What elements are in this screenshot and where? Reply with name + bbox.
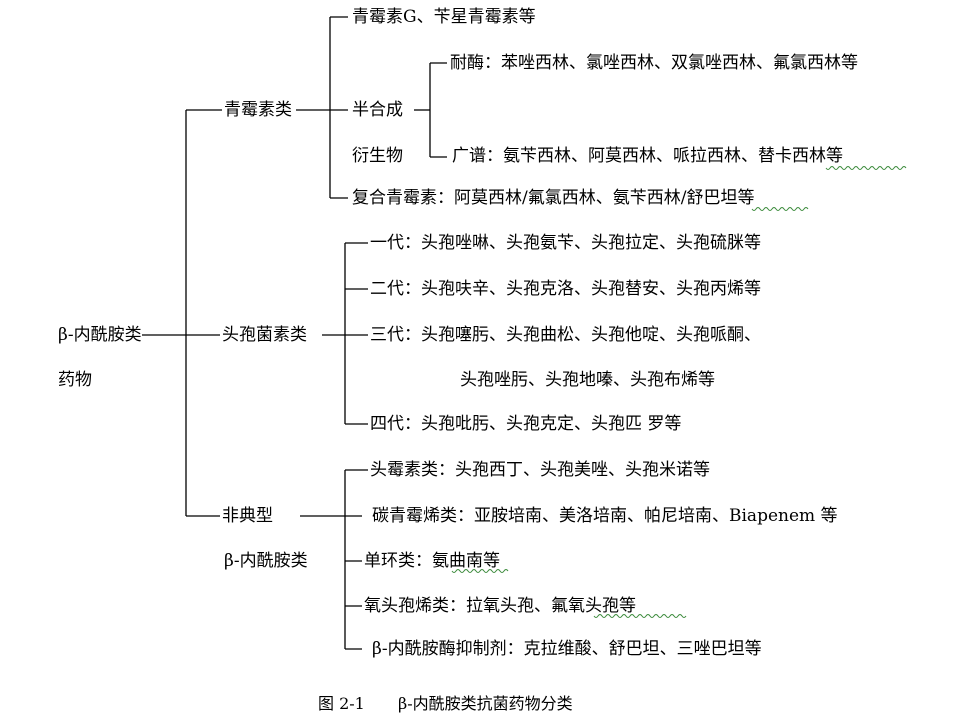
cephamycins: 头霉素类：头孢西丁、头孢美唑、头孢米诺等: [370, 460, 710, 480]
cephalosporin-gen4: 四代：头孢吡肟、头孢克定、头孢匹 罗等: [370, 414, 682, 434]
carbapenems: 碳青霉烯类：亚胺培南、美洛培南、帕尼培南、Biapenem 等: [372, 506, 838, 526]
figure-caption: β-内酰胺类抗菌药物分类: [398, 694, 573, 713]
root-label: β-内酰胺类: [58, 325, 142, 345]
semi-synthetic-label-line2: 衍生物: [352, 146, 403, 166]
penicillin-natural: 青霉素G、苄星青霉素等: [352, 7, 536, 27]
broad-spectrum-penicillins: 广谱：氨苄西林、阿莫西林、哌拉西林、替卡西林等: [452, 146, 843, 166]
squiggle-ticarcillin: [825, 166, 907, 170]
squiggle-sulbactam: [751, 207, 809, 211]
figure-number: 图 2-1: [318, 694, 365, 713]
combination-penicillins: 复合青霉素：阿莫西林/氟氯西林、氨苄西林/舒巴坦等: [352, 188, 755, 208]
cephalosporin-gen2: 二代：头孢呋辛、头孢克洛、头孢替安、头孢丙烯等: [370, 279, 761, 299]
atypical-label: 非典型: [222, 506, 273, 526]
acid-resistant-penicillins: 耐酶：苯唑西林、氯唑西林、双氯唑西林、氟氯西林等: [450, 53, 858, 73]
oxacephems: 氧头孢烯类：拉氧头孢、氟氧头孢等: [364, 596, 636, 616]
root-label-line2: 药物: [58, 370, 92, 390]
squiggle-aztreonam: [451, 569, 509, 573]
beta-lactamase-inhibitors: β-内酰胺酶抑制剂：克拉维酸、舒巴坦、三唑巴坦等: [372, 639, 762, 659]
cephalosporin-gen1: 一代：头孢唑啉、头孢氨苄、头孢拉定、头孢硫脒等: [370, 233, 761, 253]
cephalosporins-label: 头孢菌素类: [222, 325, 307, 345]
penicillins-label: 青霉素类: [224, 100, 292, 120]
squiggle-flomoxef: [593, 614, 687, 618]
cephalosporin-gen3: 三代：头孢噻肟、头孢曲松、头孢他啶、头孢哌酮、: [370, 325, 761, 345]
monobactams: 单环类：氨曲南等: [364, 551, 500, 571]
atypical-label-line2: β-内酰胺类: [224, 551, 308, 571]
semi-synthetic-label: 半合成: [352, 100, 403, 120]
cephalosporin-gen3-line2: 头孢唑肟、头孢地嗪、头孢布烯等: [460, 370, 715, 390]
